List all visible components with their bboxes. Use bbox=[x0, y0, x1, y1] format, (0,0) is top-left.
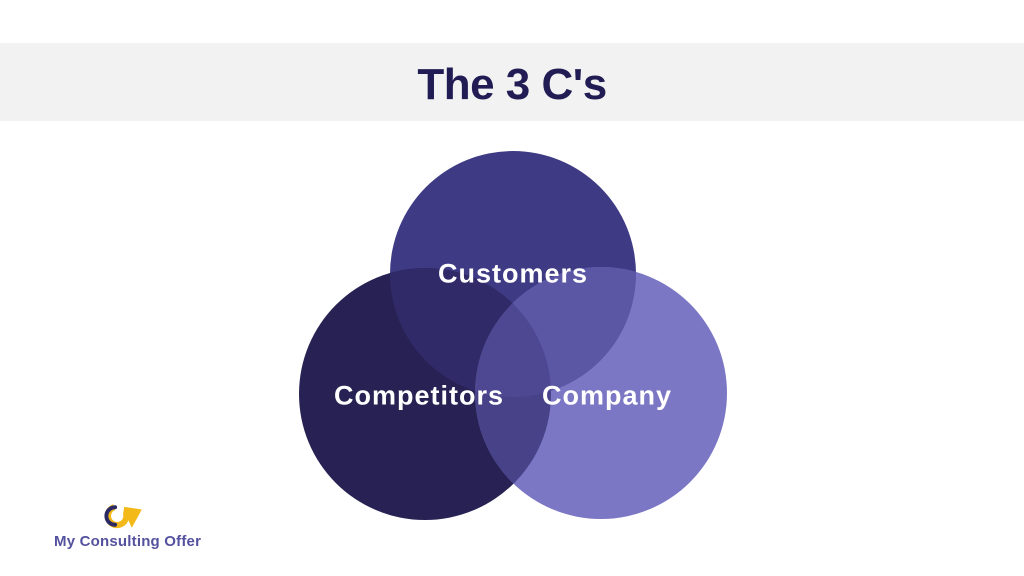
competitors-label: Competitors bbox=[333, 380, 505, 411]
customers-label: Customers bbox=[437, 258, 589, 289]
swoosh-arrow-icon bbox=[104, 504, 142, 529]
brand-name: My Consulting Offer bbox=[54, 533, 202, 550]
page-title: The 3 C's bbox=[417, 60, 607, 109]
title-band: The 3 C's bbox=[0, 43, 1024, 121]
swoosh-crescent-shape bbox=[104, 505, 118, 527]
company-label: Company bbox=[541, 380, 673, 411]
brand-logo: My Consulting Offer bbox=[54, 502, 202, 550]
swoosh-arrow-shape bbox=[104, 504, 142, 529]
